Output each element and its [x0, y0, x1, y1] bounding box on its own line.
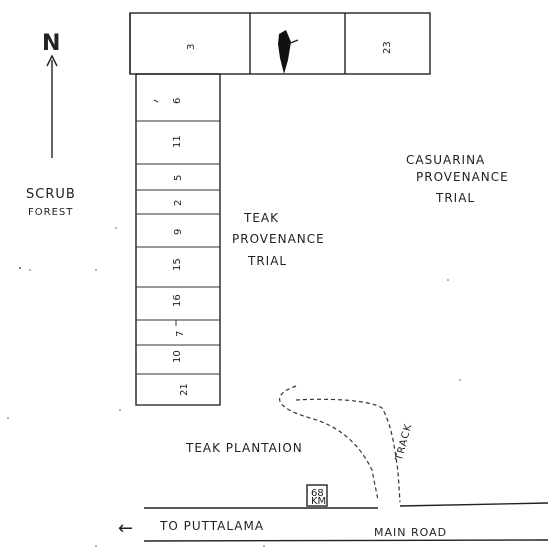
teak-trial-label: TEAK PROVENANCE TRIAL — [232, 211, 325, 268]
north-label: N — [42, 31, 61, 56]
main-road: ← TO PUTTALAMA MAIN ROAD — [118, 502, 549, 542]
column-plot-label: 5 — [173, 175, 184, 181]
track-label: TRACK — [394, 422, 415, 462]
plot-column: 6 11 5 2 9 15 16 7 10 21 — [129, 13, 221, 406]
scribble-mark — [278, 30, 291, 74]
top-plot-23: 23 — [382, 41, 393, 54]
column-plot-label: 16 — [172, 294, 183, 307]
scrub-label-line2: FOREST — [28, 207, 73, 218]
north-arrow: N — [42, 31, 61, 158]
column-plot-label: 6 — [172, 98, 183, 104]
road-destination-label: TO PUTTALAMA — [159, 519, 264, 533]
casuarina-line1: CASUARINA — [406, 153, 485, 167]
column-plot-label: 11 — [172, 135, 183, 148]
top-plot-row: 3 23 — [129, 12, 431, 75]
road-direction-arrow: ← — [118, 518, 134, 539]
milepost: 68 KM — [306, 484, 328, 507]
column-plot-label: 9 — [173, 229, 184, 235]
top-plot-3: 3 — [186, 44, 197, 50]
pen-mark — [153, 99, 159, 103]
top-plot-label: 3 — [186, 44, 197, 50]
scrub-label-line1: SCRUB — [26, 187, 76, 202]
teak-trial-line3: TRIAL — [247, 254, 287, 268]
teak-trial-line1: TEAK — [243, 211, 279, 225]
milepost-line1: 68 — [311, 488, 324, 499]
column-plot-label: 7 — [175, 331, 186, 337]
column-plot-label: 10 — [172, 350, 183, 363]
plantation-label: TEAK PLANTAION — [185, 441, 303, 455]
casuarina-trial-label: CASUARINA PROVENANCE TRIAL — [406, 153, 509, 205]
column-plot-label: 15 — [172, 258, 183, 271]
road-name-label: MAIN ROAD — [374, 526, 447, 539]
milepost-line2: KM — [311, 496, 326, 507]
column-plot-label: 2 — [173, 200, 184, 206]
casuarina-line3: TRIAL — [435, 191, 475, 205]
top-plot-label: 23 — [382, 41, 393, 54]
paper-specks — [7, 227, 461, 547]
teak-trial-line2: PROVENANCE — [232, 232, 325, 246]
column-plot-label: 21 — [179, 383, 190, 396]
scrub-forest-label: SCRUB FOREST — [26, 187, 76, 218]
top-plot-marked — [278, 30, 299, 74]
casuarina-line2: PROVENANCE — [416, 170, 509, 184]
